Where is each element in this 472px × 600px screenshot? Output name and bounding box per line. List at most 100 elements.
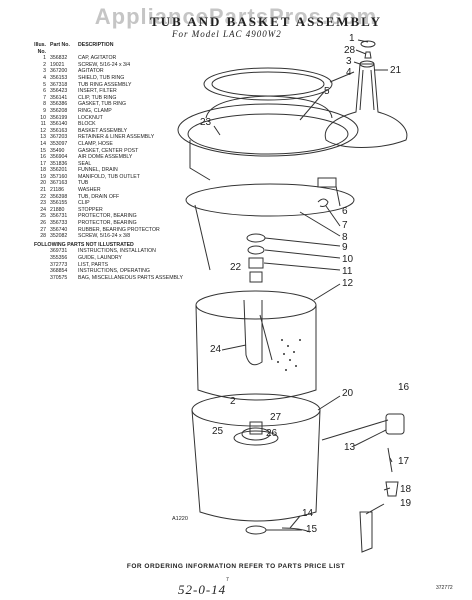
parts-row-part: 356904 — [50, 154, 68, 161]
parts-row-desc: WASHER — [78, 187, 101, 194]
drain-funnel — [385, 481, 399, 497]
figure-code: A1220 — [172, 516, 188, 522]
callout-12: 12 — [342, 278, 354, 289]
parts-row-part: 356153 — [50, 74, 68, 81]
tub-ring-gasket — [185, 183, 355, 217]
parts-row-illus: 19 — [40, 173, 46, 180]
callout-21: 21 — [390, 65, 402, 76]
callout-13: 13 — [344, 442, 356, 453]
not-illustrated-part: 370575 — [50, 274, 68, 281]
tub-rim — [191, 393, 321, 427]
parts-row-illus: 3 — [43, 68, 46, 75]
parts-row-part: 356423 — [50, 88, 68, 95]
callout-17: 17 — [398, 456, 410, 467]
parts-row-desc: SHIELD, TUB RING — [78, 74, 125, 81]
parts-row-illus: 15 — [40, 147, 46, 154]
not-illustrated-desc: BAG, MISCELLANEOUS PARTS ASSEMBLY — [78, 274, 183, 281]
callout-8: 8 — [342, 232, 348, 243]
parts-row-part: 356155 — [50, 200, 68, 207]
model-subtitle: For Model LAC 4900W2 — [172, 29, 282, 39]
parts-row-part: 367200 — [50, 68, 68, 75]
clamp-ring — [246, 233, 266, 243]
parts-row-desc: CAP, AGITATOR — [78, 55, 117, 62]
handwritten-note: 52-0-14 — [178, 582, 227, 597]
parts-row-illus: 1 — [43, 55, 46, 62]
parts-row-desc: TUB, DRAIN OFF — [78, 193, 120, 200]
parts-row-desc: INSERT, FILTER — [78, 88, 117, 95]
tub-bearing — [249, 421, 263, 435]
parts-row-desc: PROTECTOR, BEARING — [78, 213, 137, 220]
parts-row-part: 356208 — [50, 107, 68, 114]
gasket-line — [194, 204, 211, 271]
callout-1: 1 — [349, 33, 355, 44]
parts-row-illus: 12 — [40, 127, 46, 134]
agitator — [324, 63, 408, 148]
basket-rim — [195, 290, 317, 320]
parts-row-desc: FUNNEL, DRAIN — [78, 167, 118, 174]
block — [248, 257, 264, 269]
callout-4: 4 — [346, 67, 352, 78]
parts-row-illus: 26 — [40, 220, 46, 227]
parts-row-part: 367318 — [50, 81, 68, 88]
not-illustrated-desc: INSTRUCTIONS, INSTALLATION — [78, 248, 156, 255]
callout-23: 23 — [200, 117, 212, 128]
callout-27: 27 — [270, 412, 282, 423]
parts-row-part: 35490 — [50, 147, 65, 154]
parts-row-illus: 27 — [40, 226, 46, 233]
basket-post — [243, 299, 263, 366]
parts-row-illus: 20 — [40, 180, 46, 187]
tub-ring-shield — [203, 67, 333, 101]
parts-row-illus: 22 — [40, 193, 46, 200]
tub-ring-side — [189, 140, 211, 181]
not-illustrated-desc: INSTRUCTIONS, OPERATING — [78, 268, 150, 275]
parts-row-illus: 18 — [40, 167, 46, 174]
not-illustrated-part: 369731 — [50, 248, 68, 255]
callout-22: 22 — [230, 262, 242, 273]
col-desc: DESCRIPTION — [78, 42, 114, 48]
callout-7: 7 — [342, 220, 348, 231]
parts-row-part: 356740 — [50, 226, 68, 233]
callout-6: 6 — [342, 206, 348, 217]
callout-5: 5 — [324, 86, 330, 97]
air-dome-hose — [321, 419, 389, 441]
callout-25: 25 — [212, 426, 224, 437]
callout-10: 10 — [342, 254, 354, 265]
basket-body — [195, 304, 317, 401]
parts-row-part: 356199 — [50, 114, 68, 121]
parts-row-illus: 14 — [40, 140, 46, 147]
parts-row-part: 356386 — [50, 101, 68, 108]
not-illustrated-desc: LIST, PARTS — [78, 261, 109, 268]
callout-26: 26 — [266, 428, 278, 439]
parts-row-desc: CLIP, TUB RING — [78, 94, 117, 101]
tub-drain-off — [249, 271, 263, 283]
basket-post-line — [259, 314, 273, 361]
parts-row-part: 356733 — [50, 220, 68, 227]
air-dome — [385, 413, 405, 435]
callout-19: 19 — [400, 498, 412, 509]
ordering-footer: FOR ORDERING INFORMATION REFER TO PARTS … — [126, 563, 346, 570]
col-illus: Illus. No. — [34, 42, 46, 55]
callout-16: 16 — [398, 382, 410, 393]
basket-perforations — [277, 339, 301, 371]
parts-row-part: 367203 — [50, 134, 68, 141]
parts-row-part: 21186 — [50, 187, 65, 194]
parts-row-part: 353097 — [50, 140, 68, 147]
callout-28: 28 — [344, 45, 356, 56]
